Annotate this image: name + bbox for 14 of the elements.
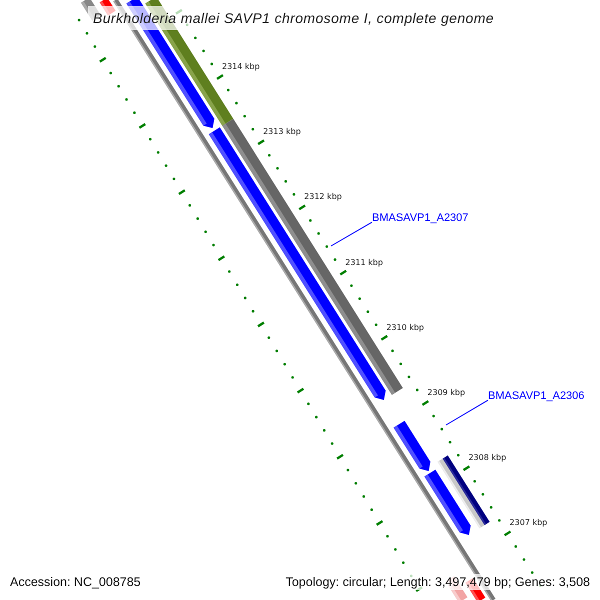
scale-label: 2308 kbp: [468, 453, 506, 464]
scale-label: 2312 kbp: [304, 192, 342, 202]
scale-label: 2313 kbp: [263, 127, 301, 138]
gene-label: BMASAVP1_A2307: [372, 211, 468, 225]
scale-label: 2307 kbp: [510, 518, 548, 528]
leader-line: [330, 222, 372, 246]
scale-label: 2310 kbp: [386, 322, 424, 333]
gene-label: BMASAVP1_A2306: [488, 389, 584, 403]
genome-summary-text: Topology: circular; Length: 3,497,479 bp; Genes: 3,508: [286, 574, 590, 590]
accession-text: Accession: NC_008785: [10, 574, 141, 590]
leader-line: [446, 400, 488, 426]
scale-label: 2309 kbp: [427, 388, 466, 398]
scale-label: 2314 kbp: [222, 62, 260, 72]
scale-label: 2311 kbp: [345, 258, 383, 268]
